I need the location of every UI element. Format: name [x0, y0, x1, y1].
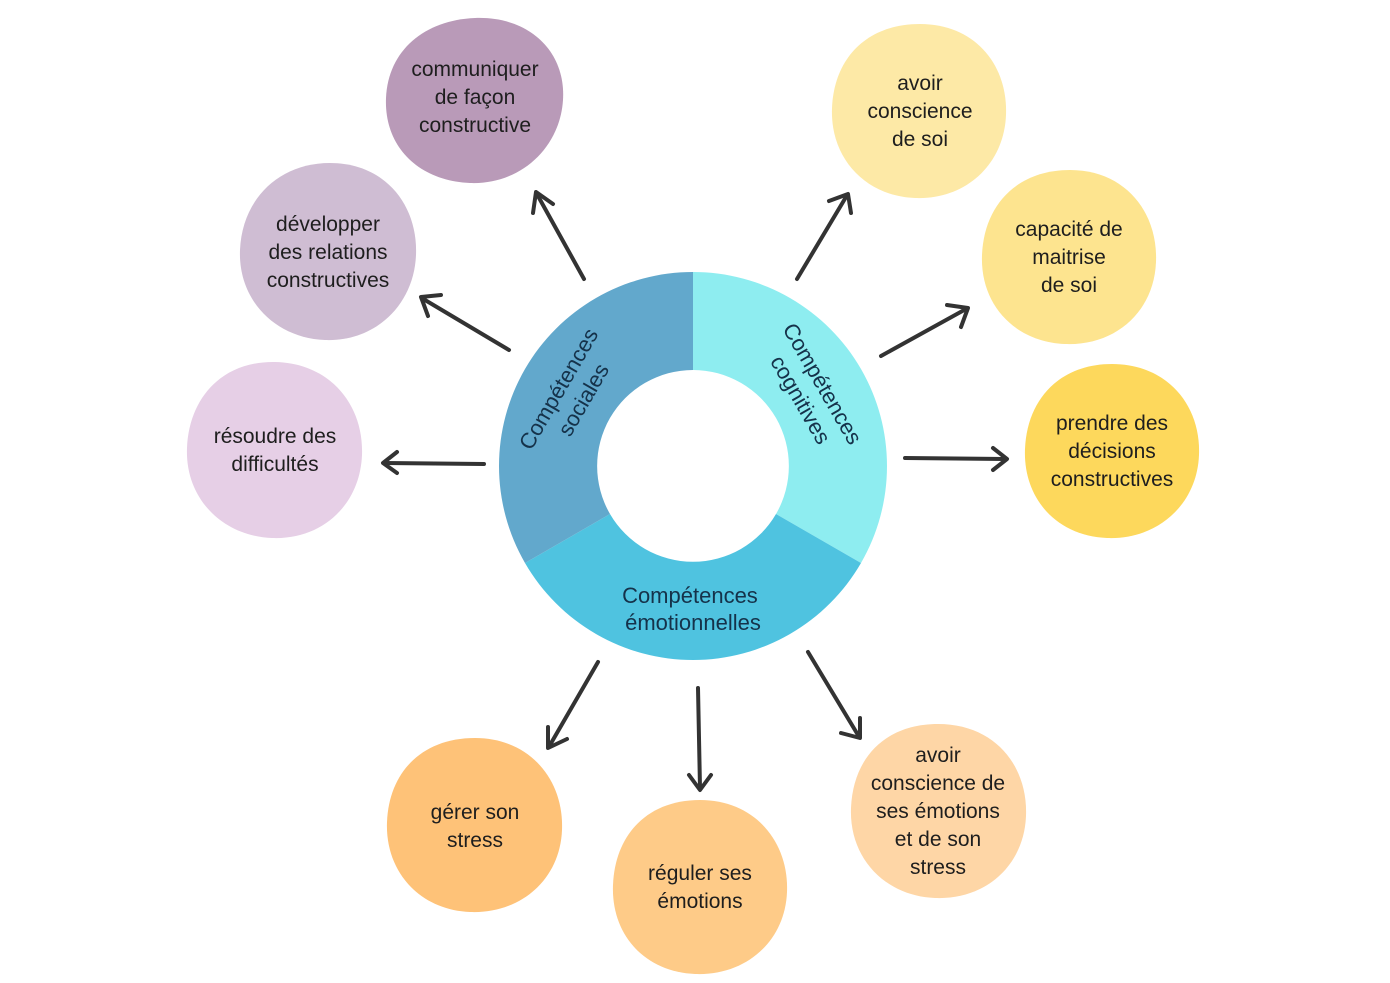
bubble-label-line: réguler ses — [648, 862, 752, 885]
bubble-shape — [239, 163, 417, 341]
bubble-shape — [831, 24, 1007, 199]
ring-label-emotionnelles-line2: émotionnelles — [625, 610, 761, 635]
arrows — [381, 190, 1009, 792]
bubble-label-line: constructive — [419, 114, 531, 137]
arrow-to-conscience-soi — [795, 192, 853, 281]
bubble-label: gérer son stress — [431, 801, 520, 852]
bubble-label-line: gérer son — [431, 801, 520, 824]
bubble-label-line: décisions — [1068, 440, 1156, 463]
bubble-shape — [981, 170, 1157, 345]
bubble-communiquer: communiquer de façon constructive — [385, 17, 564, 184]
bubble-resoudre: résoudre des difficultés — [186, 361, 363, 539]
bubble-conscience-emotions: avoir conscience de ses émotions et de son s… — [850, 724, 1027, 899]
bubble-label: prendre des décisions constructives — [1051, 412, 1174, 491]
bubble-label-line: ses émotions — [876, 800, 1000, 823]
arrow-to-maitrise-soi — [879, 303, 970, 358]
ring-segment-sociales — [499, 272, 693, 563]
bubble-label: résoudre des difficultés — [214, 425, 337, 476]
bubble-reguler: réguler ses émotions — [612, 800, 788, 975]
bubble-label-line: et de son — [895, 828, 981, 851]
bubble-label-line: de façon — [435, 86, 516, 109]
bubble-label: communiquer de façon constructive — [411, 58, 538, 137]
bubble-label-line: maitrise — [1032, 246, 1106, 269]
bubble-shape — [612, 800, 788, 975]
ring-segment-emotionnelles — [525, 514, 861, 660]
bubble-label-line: prendre des — [1056, 412, 1168, 435]
bubble-label-line: avoir — [915, 744, 961, 767]
bubble-label-line: résoudre des — [214, 425, 337, 448]
bubble-label-line: avoir — [897, 72, 943, 95]
bubble-shape — [385, 17, 564, 184]
skills-ring — [499, 272, 887, 660]
bubble-label-line: des relations — [268, 241, 387, 264]
bubble-shape — [386, 738, 563, 913]
bubble-label-line: communiquer — [411, 58, 538, 81]
bubble-label-line: constructives — [267, 269, 390, 292]
arrow-to-resoudre — [381, 450, 486, 475]
bubble-label-line: conscience de — [871, 772, 1005, 795]
bubble-label-line: de soi — [1041, 274, 1097, 297]
bubble-label-line: stress — [447, 829, 503, 852]
bubble-shape — [1024, 364, 1200, 539]
bubble-label-line: conscience — [867, 100, 972, 123]
bubble-label-line: stress — [910, 856, 966, 879]
bubble-label-line: capacité de — [1015, 218, 1122, 241]
bubble-developper: développer des relations constructives — [239, 163, 417, 341]
bubble-gerer-stress: gérer son stress — [386, 738, 563, 913]
bubble-label: avoir conscience de ses émotions et de son s… — [871, 744, 1005, 879]
bubble-label: réguler ses émotions — [648, 862, 752, 913]
arrow-to-gerer-stress — [546, 660, 600, 750]
bubble-label: avoir conscience de soi — [867, 72, 972, 151]
bubble-label-line: émotions — [657, 890, 742, 913]
ring-label-emotionnelles: Compétences émotionnelles — [622, 583, 764, 635]
bubble-maitrise-soi: capacité de maitrise de soi — [981, 170, 1157, 345]
bubble-label-line: de soi — [892, 128, 948, 151]
ring-segment-cognitives — [693, 272, 887, 563]
bubble-conscience-soi: avoir conscience de soi — [831, 24, 1007, 199]
arrow-to-conscience-emotions — [806, 650, 862, 740]
bubble-label: capacité de maitrise de soi — [1015, 218, 1122, 297]
arrow-to-communiquer — [531, 190, 586, 281]
bubble-label-line: développer — [276, 213, 380, 236]
ring-label-emotionnelles-line1: Compétences — [622, 583, 758, 608]
arrow-to-developper — [419, 293, 511, 352]
bubble-label-line: constructives — [1051, 468, 1174, 491]
bubble-shape — [186, 361, 363, 539]
bubble-shape — [850, 724, 1027, 899]
arrow-to-reguler — [687, 686, 713, 792]
bubble-decisions: prendre des décisions constructives — [1024, 364, 1200, 539]
bubble-label-line: difficultés — [231, 453, 318, 476]
arrow-to-decisions — [903, 446, 1009, 472]
bubble-label: développer des relations constructives — [267, 213, 390, 292]
